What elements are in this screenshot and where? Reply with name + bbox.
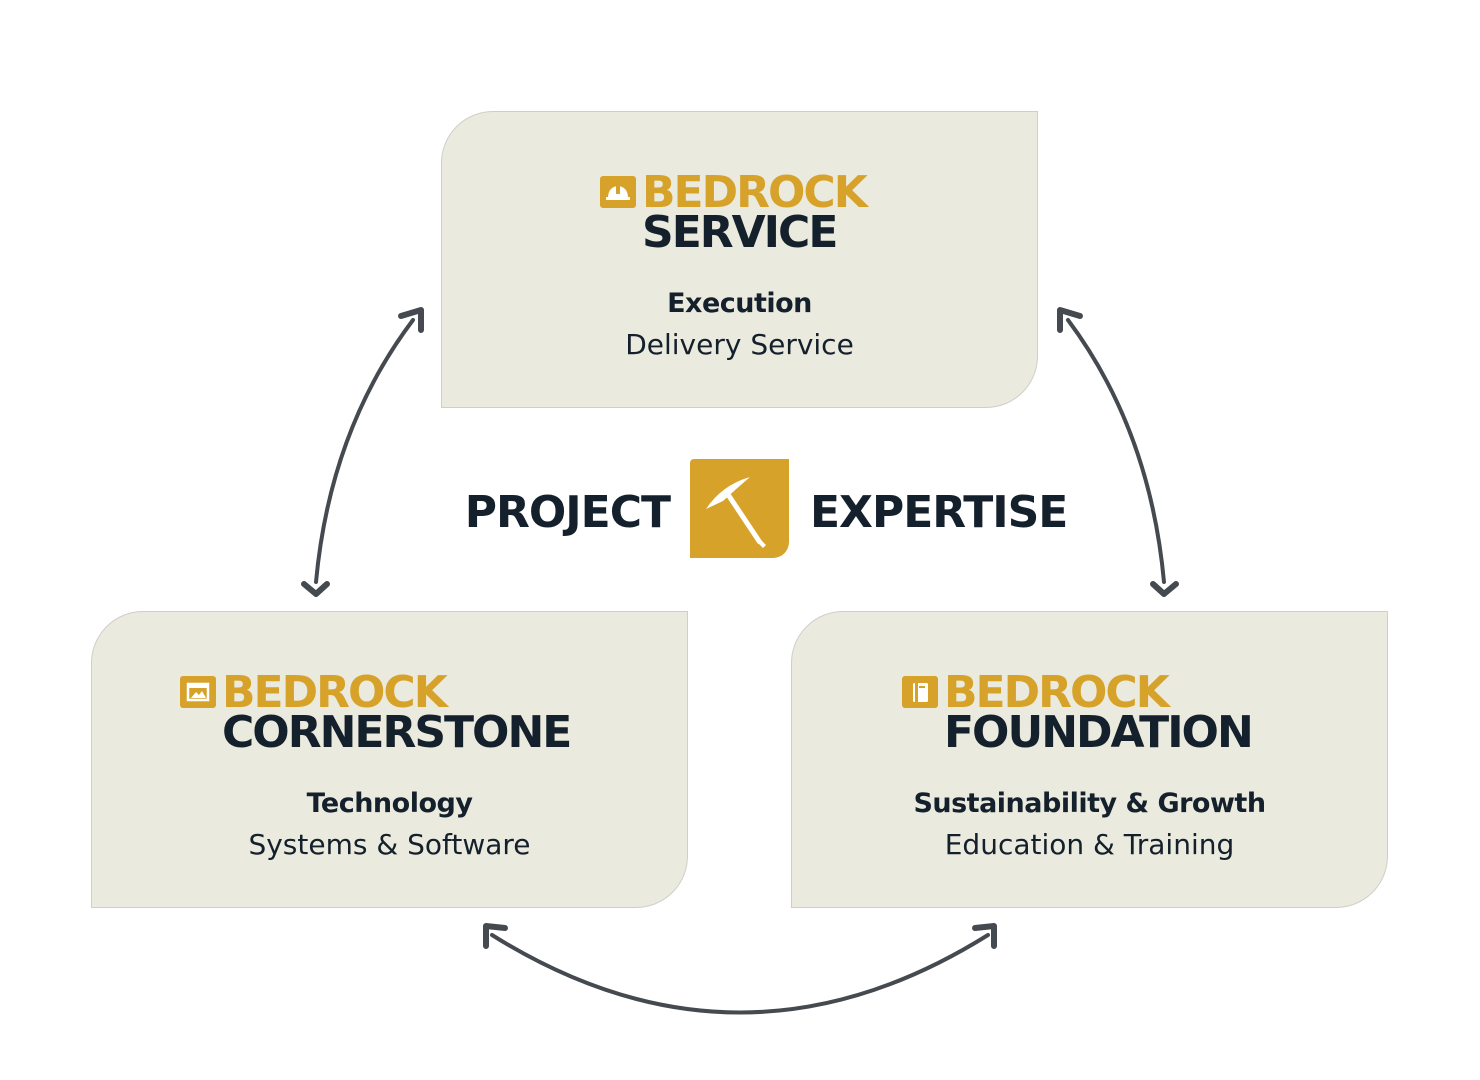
arrowhead-cornerstone-top bbox=[301, 581, 330, 597]
arrow-service-cornerstone bbox=[314, 318, 415, 584]
card-bedrock-service: BEDROCK SERVICE Execution Delivery Servi… bbox=[441, 111, 1038, 408]
card-subtitle: Delivery Service bbox=[625, 328, 854, 361]
arrow-service-foundation bbox=[1066, 318, 1166, 584]
arrowhead-foundation-bottom bbox=[972, 923, 997, 949]
brand-name-top: BEDROCK bbox=[222, 667, 448, 718]
arrowhead-cornerstone-bottom bbox=[483, 923, 508, 949]
brand-name-top: BEDROCK bbox=[944, 667, 1170, 718]
center-word-expertise: EXPERTISE bbox=[810, 487, 1068, 538]
bedrock-foundation-logo: BEDROCK FOUNDATION bbox=[792, 667, 1387, 760]
pickaxe-icon bbox=[690, 459, 789, 558]
card-bedrock-cornerstone: BEDROCK CORNERSTONE Technology Systems &… bbox=[91, 611, 688, 908]
brand-name-bottom: SERVICE bbox=[642, 207, 838, 258]
card-subtitle: Systems & Software bbox=[248, 828, 531, 861]
bedrock-service-logo: BEDROCK SERVICE bbox=[442, 167, 1037, 260]
brand-name-bottom: FOUNDATION bbox=[944, 707, 1254, 758]
arrowhead-service-left bbox=[398, 307, 424, 333]
arrow-cornerstone-foundation bbox=[490, 933, 990, 1015]
card-title: Execution bbox=[667, 288, 812, 319]
card-title: Technology bbox=[306, 788, 473, 819]
arrowhead-service-right bbox=[1057, 307, 1083, 333]
hard-hat-icon bbox=[600, 176, 636, 208]
arrowhead-foundation-top bbox=[1150, 581, 1179, 597]
card-subtitle: Education & Training bbox=[944, 828, 1235, 861]
bedrock-cornerstone-logo: BEDROCK CORNERSTONE bbox=[92, 667, 687, 760]
card-bedrock-foundation: BEDROCK FOUNDATION Sustainability & Grow… bbox=[791, 611, 1388, 908]
image-frame-icon bbox=[180, 676, 216, 708]
brand-name-bottom: CORNERSTONE bbox=[222, 707, 572, 758]
brand-name-top: BEDROCK bbox=[642, 167, 868, 218]
card-title: Sustainability & Growth bbox=[913, 788, 1266, 819]
center-word-project: PROJECT bbox=[464, 487, 671, 538]
book-icon bbox=[902, 676, 938, 708]
